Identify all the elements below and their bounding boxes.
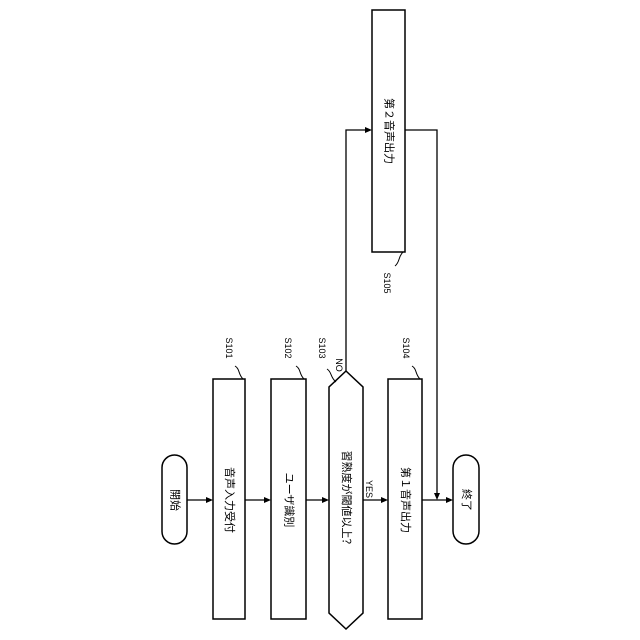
arrowhead-s103 (322, 497, 329, 503)
arrowhead-s101 (206, 497, 213, 503)
step-label-s103: S103 (317, 337, 327, 358)
arrowhead-s104 (381, 497, 388, 503)
arrowhead-s102 (264, 497, 271, 503)
arrowhead-end (446, 497, 453, 503)
step-label-s102: S102 (283, 337, 293, 358)
step-label-s101: S101 (224, 337, 234, 358)
connector-s103-s105-no (346, 130, 366, 371)
process-s104-label: 第１音声出力 (399, 467, 413, 533)
step-leader-s101 (235, 366, 243, 379)
step-label-s104: S104 (401, 337, 411, 358)
step-leader-s104 (412, 366, 420, 379)
branch-label-no: NO (334, 358, 344, 372)
step-leader-s105 (395, 252, 403, 266)
process-s105-label: 第２音声出力 (383, 98, 397, 164)
branch-label-yes: YES (364, 480, 374, 498)
process-s102-label: ユーザ識別 (283, 473, 296, 528)
end-label: 終了 (460, 489, 474, 511)
start-label: 開始 (169, 489, 183, 511)
arrowhead-s105 (365, 127, 372, 133)
process-s101-label: 音声入力受付 (223, 467, 237, 533)
arrowhead-merge (434, 493, 440, 500)
step-label-s105: S105 (382, 272, 392, 293)
decision-s103-label: 習熟度が閾値以上？ (340, 451, 354, 550)
step-leader-s102 (296, 366, 304, 379)
